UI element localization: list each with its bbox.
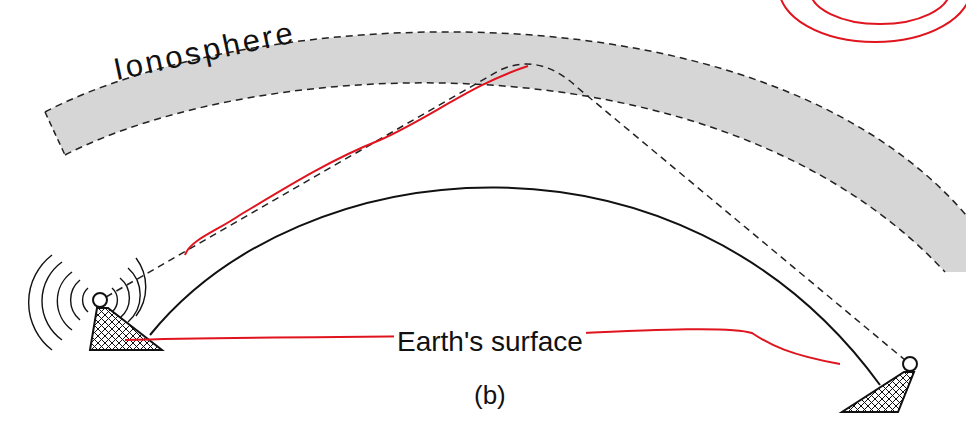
right-tower (842, 357, 917, 412)
earth-surface-arc (150, 187, 880, 385)
figure-caption: (b) (474, 380, 506, 411)
sky-wave-path (106, 64, 905, 360)
surface-label: Earth's surface (394, 326, 586, 358)
left-tower (90, 293, 162, 350)
label-holder: Ionosphere (111, 14, 300, 88)
radio-waves (29, 255, 146, 350)
band-label: Ionosphere (111, 14, 300, 88)
ionosphere-band: Ionosphere (0, 0, 966, 290)
